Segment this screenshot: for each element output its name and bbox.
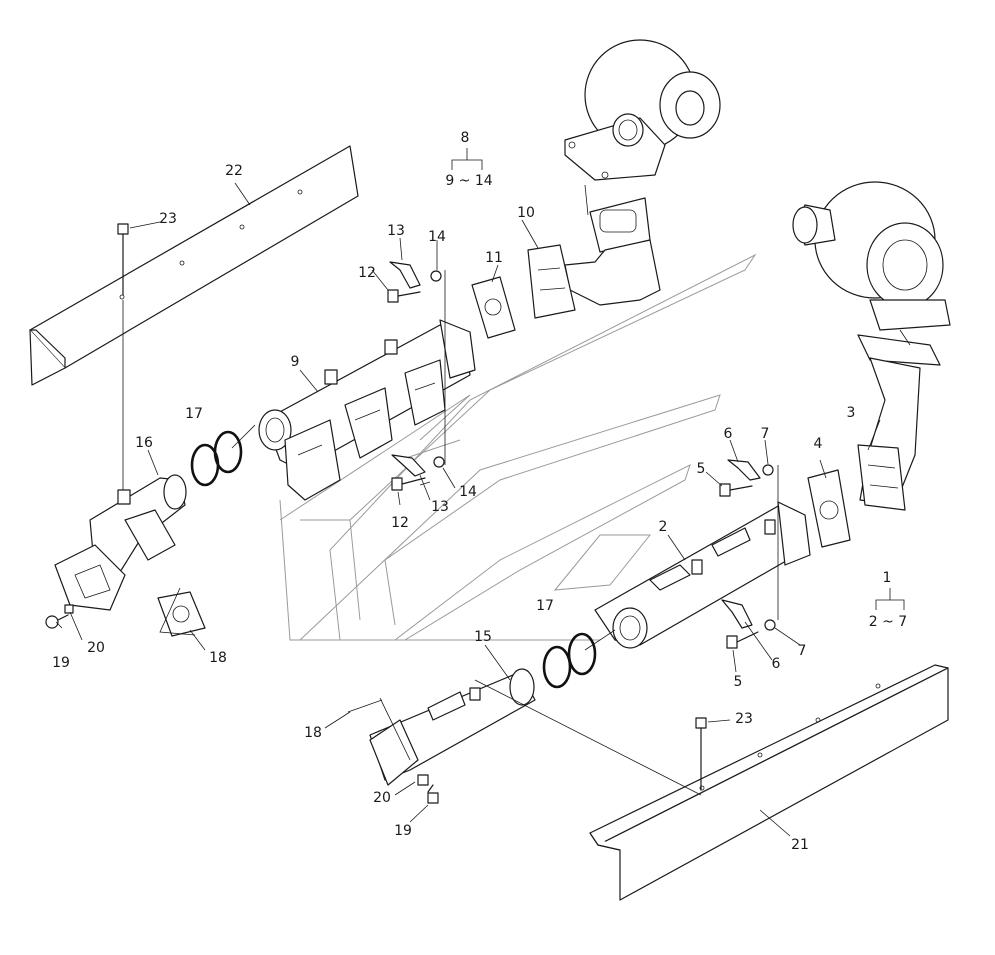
callout-17-lower: 17 — [536, 598, 554, 614]
exhaust-pipe-15 — [369, 668, 536, 786]
callout-20-lower: 20 — [373, 790, 391, 806]
exhaust-elbow-3 — [857, 334, 941, 511]
washer-7-lower — [764, 619, 776, 631]
clamp-13-upper — [389, 261, 421, 289]
callout-1: 1 — [883, 570, 892, 586]
washer-14-upper — [430, 270, 442, 282]
callout-21: 21 — [791, 837, 809, 853]
callout-18-lower: 18 — [304, 725, 322, 741]
bolt-5-upper — [719, 483, 753, 497]
clamp-6-lower — [721, 599, 753, 629]
callout-19-lower: 19 — [394, 823, 412, 839]
gasket-11 — [471, 276, 516, 339]
o-rings-17 — [190, 430, 597, 689]
callout-13-lower: 13 — [431, 499, 449, 515]
bolt-12-lower — [391, 477, 426, 491]
heat-shield-22 — [29, 145, 359, 386]
callout-8-range: 9 ~ 14 — [445, 173, 492, 189]
callout-labels: 1 2 ~ 7 2 3 4 5 5 6 6 7 7 8 9 ~ 14 9 10 … — [52, 130, 907, 853]
gasket-18-lower — [347, 699, 383, 713]
callout-10: 10 — [517, 205, 535, 221]
heat-shield-21 — [589, 664, 949, 901]
callout-20-upper: 20 — [87, 640, 105, 656]
callout-1-range: 2 ~ 7 — [869, 614, 907, 630]
washer-14-lower — [433, 456, 445, 468]
clamp-13-lower — [391, 454, 426, 477]
callout-13-upper: 13 — [387, 223, 405, 239]
bolt-5-lower — [726, 631, 759, 649]
gasket-4 — [807, 469, 851, 548]
exhaust-elbow-10 — [527, 197, 661, 319]
bolt-19-lower — [427, 784, 439, 804]
callout-7-upper: 7 — [761, 426, 770, 442]
gasket-18-upper — [157, 591, 206, 637]
callout-4: 4 — [814, 436, 823, 452]
callout-2: 2 — [659, 519, 668, 535]
clamp-6-upper — [727, 459, 761, 481]
callout-5-lower: 5 — [734, 674, 743, 690]
bolt-23-lower — [695, 717, 707, 791]
callout-12-lower: 12 — [391, 515, 409, 531]
leader-lines — [55, 148, 911, 837]
callout-3: 3 — [847, 405, 856, 421]
exhaust-pipe-16 — [54, 474, 187, 611]
bolt-19-upper — [45, 614, 69, 629]
callout-22: 22 — [225, 163, 243, 179]
callout-18-upper: 18 — [209, 650, 227, 666]
callout-23-lower: 23 — [735, 711, 753, 727]
turbocharger-right — [792, 181, 951, 331]
callout-15: 15 — [474, 629, 492, 645]
nut-20-upper — [64, 604, 74, 614]
callout-6-upper: 6 — [724, 426, 733, 442]
callout-19-upper: 19 — [52, 655, 70, 671]
background-ghost-outline — [279, 253, 757, 641]
exhaust-manifold-9 — [258, 319, 476, 501]
callout-6-lower: 6 — [772, 656, 781, 672]
callout-12-upper: 12 — [358, 265, 376, 281]
callout-14-lower: 14 — [459, 484, 477, 500]
washer-7-upper — [762, 464, 774, 476]
callout-7-lower: 7 — [798, 643, 807, 659]
callout-8: 8 — [461, 130, 470, 146]
callout-11: 11 — [485, 250, 503, 266]
callout-14-upper: 14 — [428, 229, 446, 245]
callout-17-upper: 17 — [185, 406, 203, 422]
callout-23-upper: 23 — [159, 211, 177, 227]
bolt-12-upper — [387, 289, 421, 303]
nut-20-lower — [417, 774, 429, 786]
exhaust-manifold-2 — [594, 501, 811, 649]
turbocharger-upper — [564, 39, 721, 181]
callout-16: 16 — [135, 435, 153, 451]
callout-9: 9 — [291, 354, 300, 370]
bolt-23-upper — [117, 223, 129, 296]
callout-5-upper: 5 — [697, 461, 706, 477]
